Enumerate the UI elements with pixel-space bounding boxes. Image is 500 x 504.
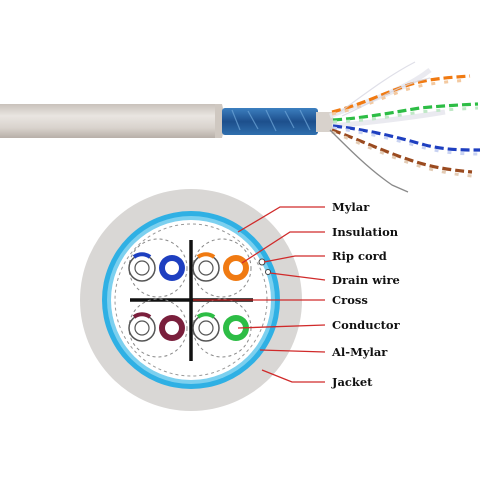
conductor xyxy=(198,260,214,276)
leader-lines xyxy=(193,206,326,383)
pair-wire-brown xyxy=(331,128,473,174)
pair-brown xyxy=(128,312,185,342)
stripe-blue xyxy=(132,252,152,259)
drain-wire-marker xyxy=(265,269,271,275)
leader-jacket xyxy=(261,369,325,383)
label-jacket: Jacket xyxy=(331,375,373,389)
pair-wire-blue-white xyxy=(332,126,481,156)
stripe-brown xyxy=(132,312,152,319)
label-cross: Cross xyxy=(332,293,368,307)
pair-blue xyxy=(128,252,185,282)
foil-wrinkles xyxy=(231,109,311,132)
leader-rip-cord xyxy=(263,255,325,263)
foil-inner-sheath xyxy=(316,112,334,132)
conductor xyxy=(165,321,179,335)
cable-jacket-body xyxy=(0,104,222,138)
leader-mylar xyxy=(237,206,325,233)
leader-conductor xyxy=(237,324,326,329)
leader-drain-wire xyxy=(269,272,326,281)
label-mylar: Mylar xyxy=(332,200,370,214)
pair-wire-blue xyxy=(332,124,481,152)
leader-al-mylar xyxy=(259,349,326,353)
label-group: Mylar Insulation Rip cord Drain wire Cro… xyxy=(331,200,401,389)
label-al-mylar: Al-Mylar xyxy=(331,345,388,359)
pair-wire-orange-white xyxy=(331,78,471,116)
conductor xyxy=(198,320,214,336)
stripe-orange xyxy=(196,252,216,259)
conductor xyxy=(134,320,150,336)
label-drain-wire: Drain wire xyxy=(332,273,400,287)
conductor xyxy=(134,260,150,276)
drain-wire-side xyxy=(329,129,409,193)
label-insulation: Insulation xyxy=(332,225,399,239)
label-conductor: Conductor xyxy=(332,318,401,332)
stripe-green xyxy=(196,312,216,319)
pair-orange xyxy=(192,252,249,282)
conductor xyxy=(229,321,243,335)
label-rip-cord: Rip cord xyxy=(332,249,387,263)
cable-cross-section xyxy=(80,189,302,411)
pair-green xyxy=(192,312,249,342)
conductor xyxy=(229,261,243,275)
al-mylar-foil-shield xyxy=(222,108,318,135)
conductor xyxy=(165,261,179,275)
cable-side-view xyxy=(0,61,481,193)
leader-insulation xyxy=(241,231,325,264)
mylar-film-strands xyxy=(339,61,431,117)
